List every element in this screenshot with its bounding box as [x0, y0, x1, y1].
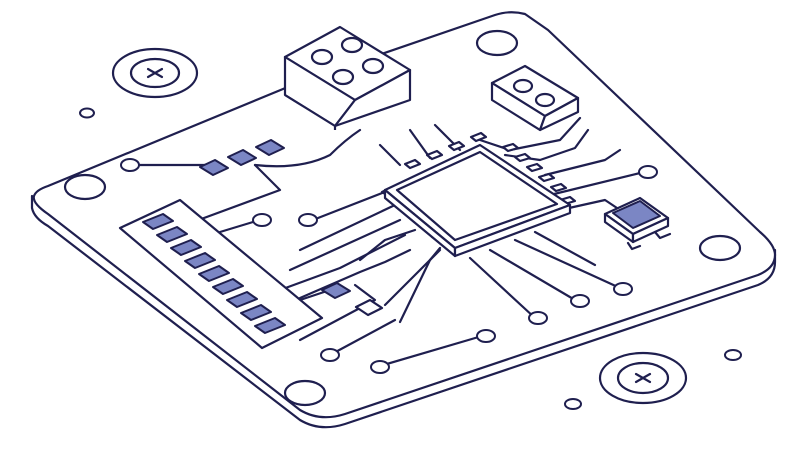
screw-icon	[598, 351, 688, 405]
connector-block-icon	[490, 64, 580, 132]
loose-dot	[564, 398, 582, 410]
mounting-hole	[475, 29, 519, 57]
loose-dot	[724, 349, 742, 361]
mounting-hole	[63, 173, 107, 201]
mounting-hole	[698, 234, 742, 262]
screw-icon	[111, 47, 199, 99]
microchip-icon	[380, 131, 577, 258]
smd-component-icon	[603, 196, 672, 251]
pin-header-icon	[118, 198, 324, 350]
mounting-hole	[283, 379, 327, 407]
connector-block-icon	[283, 25, 412, 130]
smd-component-icon	[199, 139, 384, 317]
loose-dot	[79, 107, 95, 119]
circuit-traces	[120, 116, 658, 374]
